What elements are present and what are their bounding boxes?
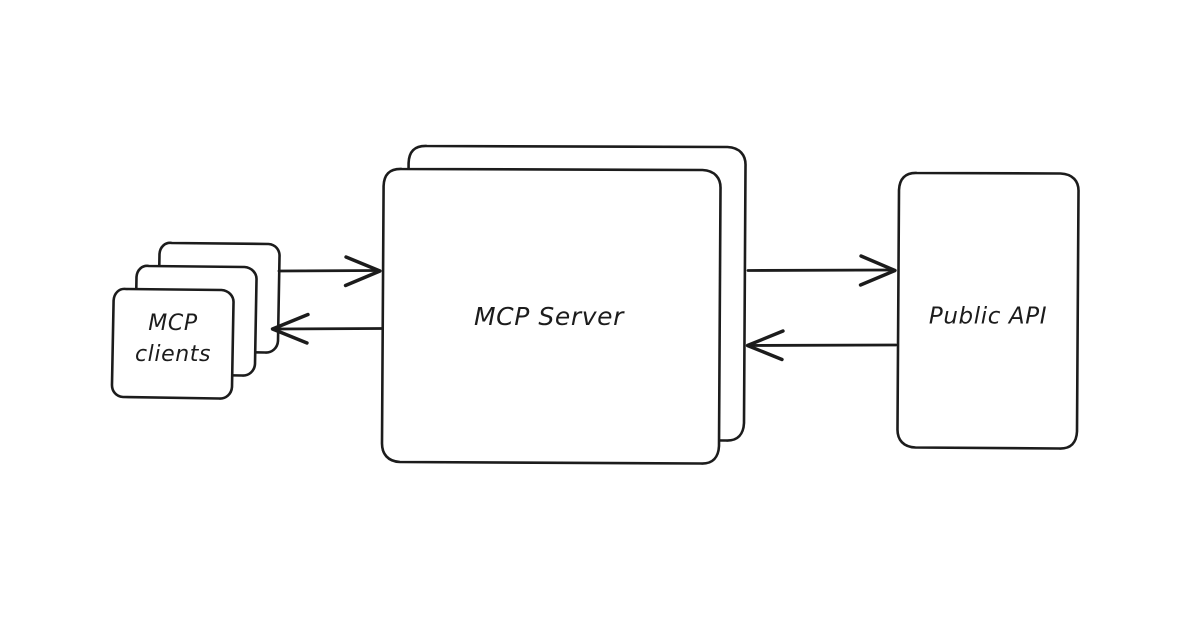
edge-api-to-server-line [748, 343, 898, 347]
edge-clients-to-server[interactable] [277, 255, 382, 288]
node-public-api[interactable]: Public API [896, 171, 1080, 450]
edge-clients-to-server-line [277, 269, 380, 273]
node-mcp-server[interactable]: MCP Server [380, 144, 747, 465]
edge-server-to-api-arrowhead [858, 254, 897, 287]
mcp-clients-card-front [110, 287, 235, 400]
mcp-server-card-front [380, 167, 722, 465]
edge-api-to-server-arrowhead [745, 329, 785, 362]
node-mcp-clients[interactable]: MCP clients [110, 241, 281, 400]
edge-api-to-server[interactable] [745, 329, 898, 362]
edge-clients-to-server-arrowhead [343, 255, 382, 288]
public-api-label: Public API [929, 304, 1047, 330]
edge-server-to-clients-arrowhead [270, 312, 310, 345]
edge-server-to-clients[interactable] [270, 312, 384, 345]
mcp-clients-label-line1: MCP [148, 311, 198, 336]
edge-server-to-api[interactable] [746, 254, 897, 287]
edge-server-to-api-line [746, 268, 895, 272]
public-api-card [896, 171, 1080, 450]
mcp-server-label: MCP Server [474, 302, 625, 331]
mcp-clients-label-line2: clients [135, 342, 211, 367]
edge-server-to-clients-line [273, 327, 384, 331]
